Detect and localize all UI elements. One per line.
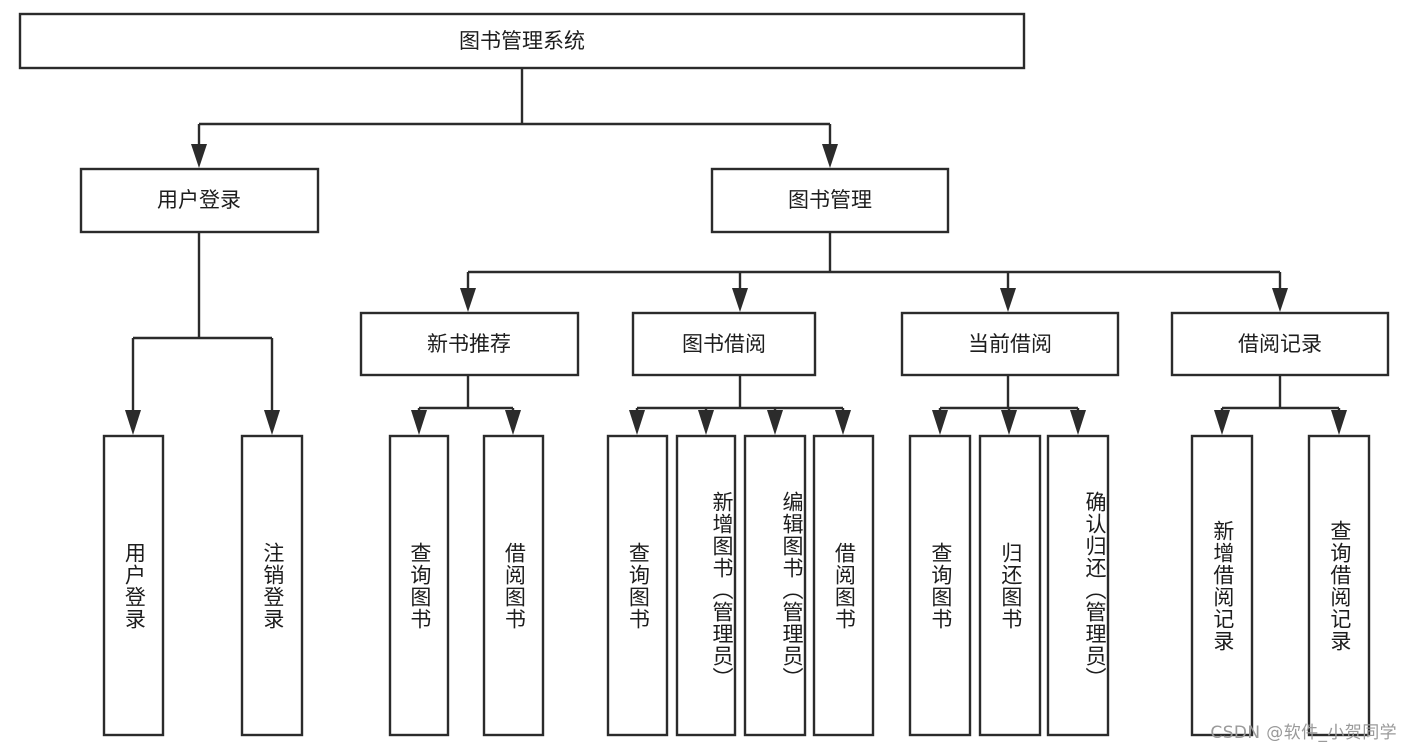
- node-label-current-borrow: 当前借阅: [968, 332, 1052, 356]
- node-box-book-borrow[interactable]: [631, 311, 817, 377]
- node-box-new-book-recommend[interactable]: [359, 311, 580, 377]
- arrow-head-leaf-logout: [264, 410, 280, 435]
- arrow-head-borrow-record: [1272, 288, 1288, 312]
- node-box-leaf-add-borrow-record[interactable]: [1190, 434, 1254, 737]
- node-label-root: 图书管理系统: [459, 29, 585, 53]
- connector-group-borrow-record: [1214, 375, 1347, 435]
- node-box-book-manage[interactable]: [710, 167, 950, 234]
- arrow-head-leaf-query-book-1: [411, 410, 427, 435]
- arrow-head-leaf-return-book: [1001, 410, 1017, 435]
- node-box-leaf-query-book-nbr[interactable]: [388, 434, 450, 737]
- node-label-book-manage: 图书管理: [788, 188, 872, 212]
- node-box-borrow-record[interactable]: [1170, 311, 1390, 377]
- node-label-user-login: 用户登录: [157, 188, 241, 212]
- arrow-head-current-borrow: [1000, 288, 1016, 312]
- connector-group-book-manage: [460, 232, 1288, 312]
- connector-group-root: [191, 68, 838, 168]
- node-label-borrow-record: 借阅记录: [1238, 332, 1322, 356]
- arrow-head-leaf-add-book: [698, 410, 714, 435]
- arrow-head-user-login: [191, 144, 207, 168]
- node-box-leaf-edit-book[interactable]: [743, 434, 807, 737]
- node-box-leaf-query-borrow-record[interactable]: [1307, 434, 1371, 737]
- arrow-head-leaf-query-book-2: [629, 410, 645, 435]
- arrow-head-leaf-edit-book: [767, 410, 783, 435]
- arrow-head-book-manage: [822, 144, 838, 168]
- node-box-leaf-borrow-book-nbr[interactable]: [482, 434, 545, 737]
- node-box-root[interactable]: [18, 12, 1026, 70]
- watermark-text: CSDN @软件_小贺同学: [1210, 723, 1397, 743]
- arrow-head-leaf-query-book-3: [932, 410, 948, 435]
- arrow-head-leaf-borrow-book-1: [505, 410, 521, 435]
- arrow-head-leaf-user-login: [125, 410, 141, 435]
- connector-group-book-borrow: [629, 375, 851, 435]
- arrow-head-leaf-query-record: [1331, 410, 1347, 435]
- node-box-leaf-add-book[interactable]: [675, 434, 737, 737]
- node-box-leaf-logout-login[interactable]: [240, 434, 304, 737]
- node-box-leaf-borrow-book-bb[interactable]: [812, 434, 875, 737]
- node-box-user-login[interactable]: [79, 167, 320, 234]
- node-box-leaf-return-book[interactable]: [978, 434, 1042, 737]
- connector-group-current-borrow: [932, 375, 1086, 435]
- arrow-head-new-book-recommend: [460, 288, 476, 312]
- node-box-leaf-query-book-cb[interactable]: [908, 434, 972, 737]
- connector-group-user-login: [125, 232, 280, 435]
- arrow-head-leaf-borrow-book-2: [835, 410, 851, 435]
- node-box-leaf-confirm-return[interactable]: [1046, 434, 1110, 737]
- arrow-head-book-borrow: [732, 288, 748, 312]
- arrow-head-leaf-confirm-return: [1070, 410, 1086, 435]
- connector-group-new-book-recommend: [411, 375, 521, 435]
- node-box-leaf-user-login[interactable]: [102, 434, 165, 737]
- node-label-new-book-recommend: 新书推荐: [427, 332, 511, 356]
- node-box-current-borrow[interactable]: [900, 311, 1120, 377]
- node-box-leaf-query-book-bb[interactable]: [606, 434, 669, 737]
- node-label-book-borrow: 图书借阅: [682, 332, 766, 356]
- arrow-head-leaf-add-record: [1214, 410, 1230, 435]
